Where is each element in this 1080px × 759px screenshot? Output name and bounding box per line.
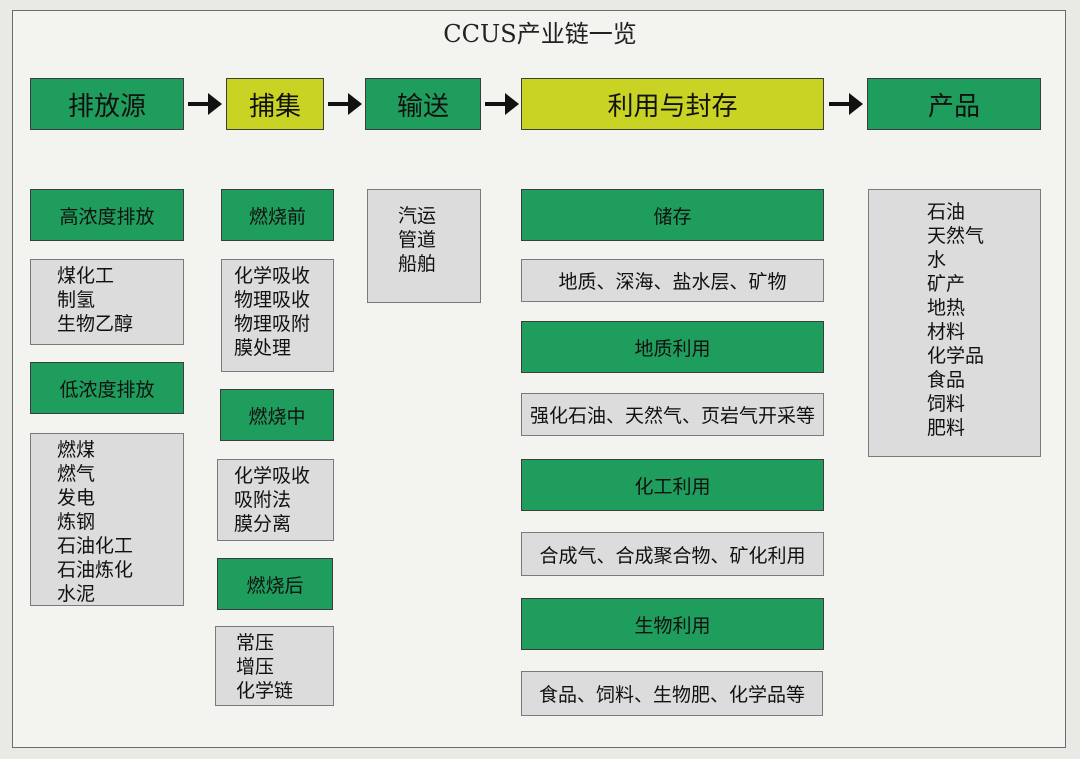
- list-item: 物理吸收: [234, 289, 311, 311]
- list-item: 化学吸收: [234, 465, 311, 487]
- list-item: 煤化工: [57, 265, 115, 287]
- list-item: 石油化工: [57, 535, 134, 557]
- geological-utilization-header: 地质利用: [521, 321, 824, 373]
- list-item: 矿产: [927, 273, 966, 295]
- list-item: 石油炼化: [57, 559, 134, 581]
- list-item: 地热: [927, 297, 966, 319]
- in-combustion-header: 燃烧中: [220, 389, 334, 441]
- geological-utilization-detail: 强化石油、天然气、页岩气开采等: [521, 393, 824, 436]
- diagram-title: CCUS产业链一览: [443, 20, 637, 48]
- list-item: 船舶: [398, 253, 437, 275]
- pre-combustion-list: 化学吸收 物理吸收 物理吸附 膜处理: [221, 259, 334, 372]
- chemical-utilization-detail: 合成气、合成聚合物、矿化利用: [521, 532, 824, 576]
- stage-transport: 输送: [365, 78, 481, 130]
- list-item: 水泥: [57, 583, 96, 605]
- pre-combustion-header: 燃烧前: [221, 189, 334, 241]
- list-item: 水: [927, 249, 947, 271]
- list-item: 燃气: [57, 463, 96, 485]
- arrow-icon: [829, 93, 863, 115]
- high-concentration-header: 高浓度排放: [30, 189, 184, 241]
- post-combustion-header: 燃烧后: [217, 558, 333, 610]
- list-item: 汽运: [398, 205, 437, 227]
- list-item: 发电: [57, 487, 96, 509]
- list-item: 制氢: [57, 289, 96, 311]
- arrow-icon: [328, 93, 362, 115]
- low-concentration-list: 燃煤 燃气 发电 炼钢 石油化工 石油炼化 水泥: [30, 433, 184, 606]
- list-item: 材料: [927, 321, 966, 343]
- list-item: 生物乙醇: [57, 313, 134, 335]
- list-item: 膜处理: [234, 337, 292, 359]
- list-item: 天然气: [927, 225, 985, 247]
- biological-utilization-header: 生物利用: [521, 598, 824, 650]
- list-item: 肥料: [927, 417, 966, 439]
- low-concentration-header: 低浓度排放: [30, 362, 184, 414]
- list-item: 管道: [398, 229, 437, 251]
- storage-header: 储存: [521, 189, 824, 241]
- biological-utilization-detail: 食品、饲料、生物肥、化学品等: [521, 671, 823, 716]
- list-item: 食品: [927, 369, 966, 391]
- storage-detail: 地质、深海、盐水层、矿物: [521, 259, 824, 302]
- post-combustion-list: 常压 增压 化学链: [215, 626, 334, 706]
- in-combustion-list: 化学吸收 吸附法 膜分离: [217, 459, 334, 541]
- arrow-icon: [188, 93, 222, 115]
- high-concentration-list: 煤化工 制氢 生物乙醇: [30, 259, 184, 345]
- list-item: 常压: [236, 632, 275, 654]
- products-list: 石油 天然气 水 矿产 地热 材料 化学品 食品 饲料 肥料: [868, 189, 1041, 457]
- list-item: 吸附法: [234, 489, 292, 511]
- list-item: 增压: [236, 656, 275, 678]
- list-item: 石油: [927, 201, 966, 223]
- stage-capture: 捕集: [226, 78, 324, 130]
- list-item: 物理吸附: [234, 313, 311, 335]
- list-item: 膜分离: [234, 513, 292, 535]
- arrow-icon: [485, 93, 519, 115]
- list-item: 燃煤: [57, 439, 96, 461]
- stage-products: 产品: [867, 78, 1041, 130]
- list-item: 化学品: [927, 345, 985, 367]
- list-item: 化学链: [236, 680, 294, 702]
- stage-utilization-storage: 利用与封存: [521, 78, 824, 130]
- list-item: 炼钢: [57, 511, 96, 533]
- list-item: 饲料: [927, 393, 966, 415]
- list-item: 化学吸收: [234, 265, 311, 287]
- transport-list: 汽运 管道 船舶: [367, 189, 481, 303]
- stage-emission-source: 排放源: [30, 78, 184, 130]
- chemical-utilization-header: 化工利用: [521, 459, 824, 511]
